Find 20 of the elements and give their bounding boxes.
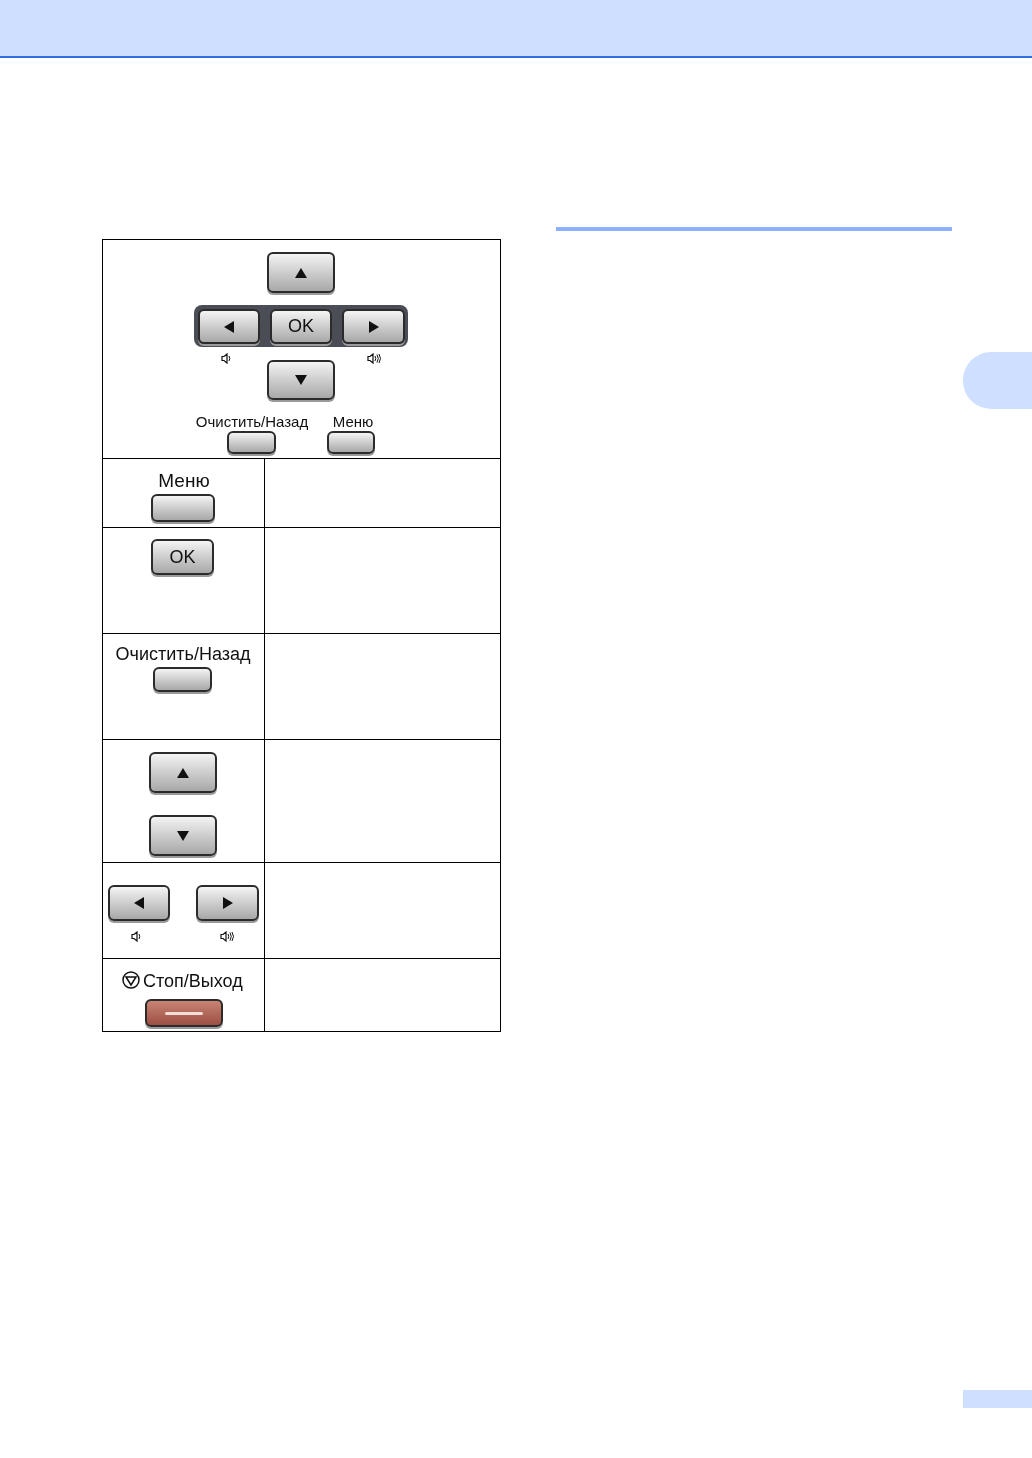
clear-back-button	[227, 431, 276, 454]
ok-button: OK	[151, 539, 214, 575]
left-button	[198, 309, 260, 344]
right-button	[196, 885, 259, 921]
button-label: Очистить/Назад	[115, 643, 251, 666]
clear-back-button	[153, 667, 212, 692]
down-button	[267, 360, 335, 400]
button-label: Очистить/Назад	[195, 412, 309, 432]
button-label: Меню	[332, 412, 374, 432]
menu-button	[327, 431, 375, 454]
ok-button: OK	[270, 309, 332, 344]
up-button	[149, 752, 217, 793]
right-button	[342, 309, 405, 344]
up-button	[267, 252, 335, 293]
left-button	[108, 885, 170, 921]
down-button	[149, 815, 217, 856]
button-label: Меню	[158, 469, 210, 493]
button-label: Стоп/Выход	[143, 970, 243, 993]
stop-exit-button	[145, 999, 223, 1027]
menu-button	[151, 494, 215, 522]
